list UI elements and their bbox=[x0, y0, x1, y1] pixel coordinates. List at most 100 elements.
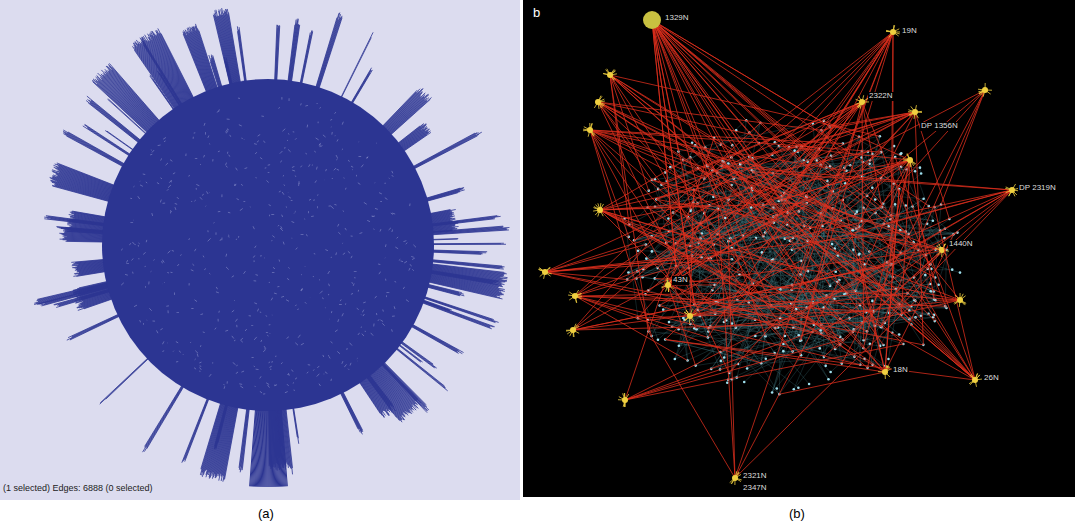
speckle bbox=[266, 316, 268, 317]
speckle bbox=[298, 335, 300, 338]
speckle bbox=[144, 266, 146, 267]
radial-edge bbox=[422, 188, 463, 200]
radial-edge bbox=[422, 190, 465, 202]
speckle bbox=[194, 249, 196, 251]
radial-edge bbox=[425, 278, 504, 295]
speckle bbox=[329, 319, 330, 320]
radial-edge bbox=[144, 382, 185, 451]
speckle bbox=[204, 123, 205, 126]
speckle bbox=[287, 278, 289, 279]
speckle bbox=[126, 263, 129, 264]
radial-edge bbox=[360, 376, 384, 411]
speckle bbox=[209, 192, 210, 193]
radial-edge bbox=[57, 163, 119, 187]
speckle bbox=[324, 307, 326, 308]
speckle bbox=[223, 384, 224, 386]
speckle bbox=[342, 361, 343, 364]
speckle bbox=[313, 199, 315, 200]
speckle bbox=[264, 257, 266, 258]
speckle bbox=[244, 271, 246, 274]
speckle bbox=[351, 236, 353, 237]
radial-edge bbox=[83, 126, 134, 159]
speckle bbox=[278, 107, 280, 108]
speckle bbox=[323, 373, 324, 375]
speckle bbox=[236, 372, 238, 374]
speckle bbox=[166, 163, 168, 165]
speckle bbox=[376, 142, 377, 144]
speckle bbox=[151, 149, 152, 151]
radial-edge bbox=[150, 35, 190, 106]
speckle bbox=[296, 248, 298, 250]
speckle bbox=[331, 257, 332, 259]
speckle bbox=[234, 300, 236, 301]
speckle bbox=[295, 175, 296, 177]
speckle bbox=[324, 179, 325, 180]
radial-edge bbox=[289, 20, 298, 86]
radial-edge bbox=[383, 97, 421, 134]
speckle bbox=[129, 243, 131, 245]
radial-edge bbox=[385, 94, 429, 135]
speckle bbox=[264, 346, 266, 349]
radial-edge bbox=[350, 70, 372, 108]
radial-edge bbox=[425, 277, 502, 293]
radial-edge bbox=[157, 71, 182, 110]
speckle bbox=[140, 185, 143, 186]
radial-edge bbox=[290, 25, 299, 86]
speckle bbox=[257, 141, 259, 143]
speckle bbox=[185, 154, 186, 156]
radial-edge bbox=[193, 26, 216, 93]
graph-edge bbox=[701, 257, 809, 384]
speckle bbox=[349, 343, 352, 346]
speckle bbox=[157, 183, 159, 184]
radial-edge bbox=[427, 218, 495, 226]
speckle bbox=[279, 260, 281, 262]
radial-edge bbox=[70, 314, 123, 339]
speckle bbox=[337, 319, 339, 322]
speckle bbox=[135, 244, 137, 245]
radial-edge bbox=[145, 381, 185, 446]
radial-edge bbox=[106, 66, 161, 126]
speckle bbox=[287, 192, 288, 193]
radial-edge bbox=[428, 229, 508, 234]
speckle bbox=[331, 341, 333, 343]
speckle bbox=[260, 255, 262, 256]
speckle bbox=[266, 180, 268, 182]
radial-edge bbox=[300, 31, 312, 89]
speckle bbox=[351, 282, 353, 284]
speckle bbox=[230, 135, 231, 137]
speckle bbox=[170, 160, 172, 162]
speckle bbox=[228, 236, 230, 237]
radial-edge bbox=[428, 252, 483, 254]
speckle bbox=[389, 228, 391, 230]
radial-edge bbox=[206, 399, 226, 474]
radial-edge bbox=[250, 405, 256, 487]
radial-edge bbox=[392, 346, 445, 389]
speckle bbox=[212, 159, 213, 161]
speckle bbox=[241, 338, 242, 340]
radial-edge bbox=[382, 96, 420, 133]
speckle bbox=[235, 184, 236, 186]
speckle bbox=[372, 215, 375, 217]
speckle bbox=[343, 178, 344, 179]
speckle bbox=[249, 315, 251, 316]
speckle bbox=[357, 360, 358, 361]
radial-edge bbox=[338, 389, 358, 429]
radial-edge bbox=[54, 165, 118, 189]
speckle bbox=[260, 376, 261, 378]
radial-edge bbox=[98, 73, 156, 131]
speckle bbox=[294, 211, 296, 213]
radial-edge bbox=[398, 339, 433, 365]
radial-edge bbox=[214, 400, 226, 447]
radial-edge bbox=[67, 229, 108, 232]
speckle bbox=[343, 210, 344, 212]
speckle bbox=[143, 173, 146, 175]
speckle bbox=[195, 358, 196, 360]
speckle bbox=[305, 153, 307, 155]
radial-edge bbox=[357, 378, 381, 413]
radial-edge bbox=[63, 132, 128, 168]
radial-edge bbox=[239, 404, 247, 468]
radial-edge bbox=[194, 26, 217, 93]
speckle bbox=[130, 222, 133, 223]
speckle bbox=[272, 272, 275, 273]
